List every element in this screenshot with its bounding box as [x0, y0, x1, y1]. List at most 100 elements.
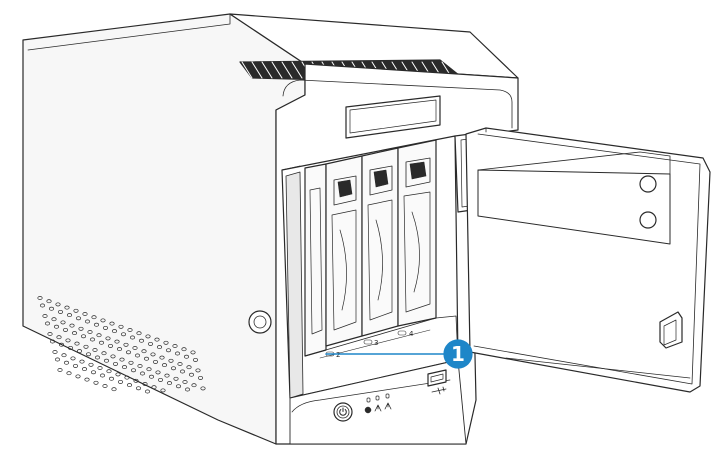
vent-hole	[82, 312, 88, 316]
vent-hole	[91, 315, 97, 320]
vent-hole	[94, 355, 101, 360]
vent-hole	[160, 388, 166, 393]
vent-hole	[107, 343, 114, 348]
vent-hole	[74, 341, 80, 346]
power-button-icon	[339, 407, 347, 416]
vent-hole	[98, 340, 105, 345]
vent-hole	[150, 352, 156, 357]
vent-hole	[65, 338, 71, 343]
vent-hole	[124, 375, 130, 380]
power-button	[333, 402, 353, 422]
vent-hole	[85, 352, 92, 357]
vent-hole	[44, 321, 51, 326]
vent-hole	[168, 358, 174, 363]
vent-hole	[127, 328, 133, 332]
grill-slat	[261, 61, 273, 79]
drive-tray-4	[397, 139, 437, 327]
vent-hole	[81, 367, 88, 372]
vent-hole	[146, 367, 152, 372]
vent-hole	[57, 368, 63, 372]
vent-hole	[135, 386, 142, 391]
vent-hole	[182, 380, 188, 384]
vent-hole	[143, 356, 150, 361]
vent-hole	[48, 306, 55, 311]
front-display-slot	[345, 95, 441, 139]
vent-hole	[118, 324, 124, 329]
vent-hole	[111, 387, 117, 392]
grill-slat	[281, 61, 293, 79]
vent-hole	[159, 355, 165, 360]
vent-hole	[125, 350, 132, 355]
vent-hole	[163, 340, 169, 345]
vent-hole	[100, 318, 106, 323]
vent-hole	[83, 344, 89, 349]
vent-hole	[69, 323, 75, 328]
vent-hole	[195, 368, 201, 373]
door-bracket-screw-1	[639, 175, 657, 193]
vent-hole	[123, 342, 129, 347]
vent-hole	[62, 327, 69, 332]
vent-hole	[93, 380, 99, 385]
vent-hole	[97, 366, 103, 370]
vent-hole	[58, 342, 65, 347]
vent-hole	[126, 383, 133, 388]
vent-hole	[200, 386, 206, 391]
vent-hole	[170, 366, 177, 371]
vent-hole	[183, 354, 190, 359]
chassis-side-inner-edge	[27, 13, 231, 51]
vent-hole	[181, 347, 187, 352]
vent-hole	[145, 334, 151, 339]
vent-hole	[179, 369, 186, 374]
vent-hole	[173, 376, 179, 381]
side-round-button	[248, 310, 272, 334]
door-inner-bracket	[477, 169, 671, 245]
vent-hole	[79, 359, 85, 364]
vent-hole	[191, 383, 197, 388]
vent-hole	[161, 363, 168, 368]
vent-hole	[164, 373, 170, 378]
vent-hole	[177, 362, 183, 366]
vent-hole	[120, 332, 127, 337]
vent-hole	[137, 364, 143, 368]
vent-hole	[87, 330, 93, 334]
vent-hole	[152, 359, 159, 364]
vent-hole	[37, 296, 43, 300]
vent-hole	[90, 370, 97, 375]
vent-hole	[47, 332, 53, 336]
drive-tray-1	[304, 163, 327, 357]
vent-hole	[84, 377, 90, 382]
bay-3-label: 3	[374, 339, 378, 347]
vent-hole	[147, 341, 154, 346]
vent-hole	[39, 303, 46, 308]
vent-hole	[110, 354, 116, 359]
vent-hole	[46, 299, 52, 304]
vent-hole	[89, 337, 96, 342]
bay-4-marker: 4	[397, 330, 414, 338]
vent-hole	[66, 371, 72, 376]
vent-hole	[57, 309, 64, 314]
vent-hole	[42, 314, 48, 318]
vent-hole	[121, 365, 128, 370]
vent-hole	[165, 348, 172, 353]
vent-hole	[66, 313, 73, 318]
vent-hole	[70, 356, 76, 361]
drive-tray-3	[361, 147, 399, 337]
usb-port	[427, 369, 447, 395]
bay-2-label: 2	[336, 351, 340, 359]
vent-hole	[53, 324, 60, 329]
door-bracket-screw-2	[639, 211, 657, 229]
vent-hole	[101, 351, 107, 356]
vent-hole	[154, 337, 160, 342]
vent-hole	[134, 353, 141, 358]
vent-hole	[102, 325, 109, 330]
callout-number: 1	[451, 342, 465, 366]
vent-hole	[132, 346, 138, 350]
vent-hole	[78, 326, 84, 331]
vent-hole	[117, 379, 124, 384]
vent-hole	[63, 360, 70, 365]
vent-hole	[109, 321, 115, 326]
bay-3-marker: 3	[363, 339, 378, 347]
usb3-icon	[431, 386, 447, 395]
vent-hole	[71, 331, 78, 336]
